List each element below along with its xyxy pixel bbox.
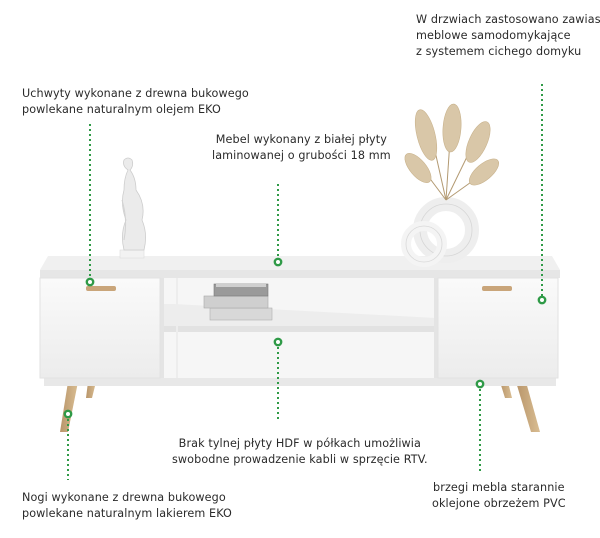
pampas-grass	[404, 103, 500, 201]
annotation-legs-line2: powlekane naturalnym lakierem EKO	[22, 507, 232, 520]
leader-dots	[63, 257, 547, 419]
annotation-board-line2: laminowanej o grubości 18 mm	[212, 149, 391, 162]
annotation-hinges-line1: W drzwiach zastosowano zawiasy	[416, 13, 600, 26]
annotation-handles-line1: Uchwyty wykonane z drewna bukowego	[22, 87, 249, 100]
annotation-hinges-line3: z systemem cichego domyku	[416, 45, 582, 58]
leader-lines	[67, 84, 543, 480]
annotation-back-panel: Brak tylnej płyty HDF w półkach umożliwi…	[172, 436, 428, 468]
annotation-handles-line2: powlekane naturalnym olejem EKO	[22, 103, 221, 116]
right-handle	[482, 286, 512, 291]
annotation-edges-line1: brzegi mebla starannie	[433, 481, 565, 494]
annotation-edges: brzegi mebla starannie oklejone obrzeżem…	[432, 480, 566, 512]
left-handle	[86, 286, 116, 291]
annotation-legs: Nogi wykonane z drewna bukowego powlekan…	[22, 490, 232, 522]
annotation-board: Mebel wykonany z białej płyty laminowane…	[212, 132, 391, 164]
annotation-back-panel-line2: swobodne prowadzenie kabli w sprzęcie RT…	[172, 453, 428, 466]
cabinet-legs	[60, 382, 540, 432]
books	[203, 283, 273, 321]
right-door	[437, 277, 559, 379]
annotation-hinges-line2: meblowe samodomykające	[416, 29, 571, 42]
left-door	[39, 277, 161, 379]
annotation-handles: Uchwyty wykonane z drewna bukowego powle…	[22, 86, 249, 118]
annotation-legs-line1: Nogi wykonane z drewna bukowego	[22, 491, 226, 504]
annotation-hinges: W drzwiach zastosowano zawiasy meblowe s…	[416, 12, 600, 60]
statue	[119, 157, 146, 259]
vase	[401, 197, 479, 267]
annotation-board-line1: Mebel wykonany z białej płyty	[215, 133, 387, 146]
annotation-edges-line2: oklejone obrzeżem PVC	[432, 497, 566, 510]
annotation-back-panel-line1: Brak tylnej płyty HDF w półkach umożliwi…	[178, 437, 421, 450]
